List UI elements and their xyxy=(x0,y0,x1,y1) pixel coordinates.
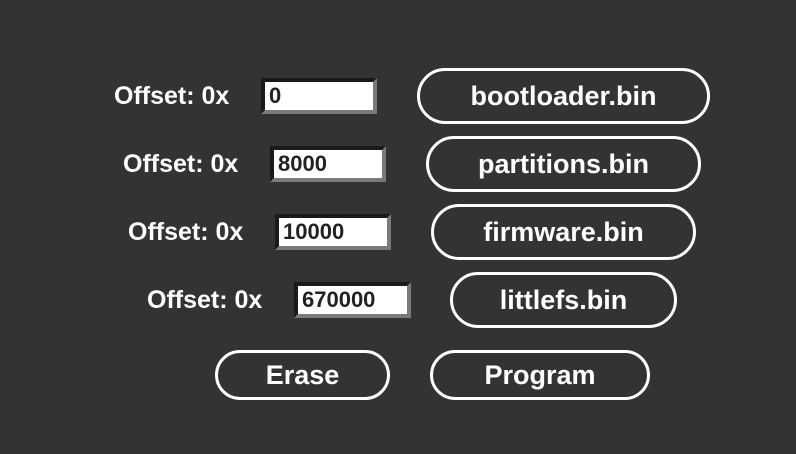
program-button[interactable]: Program xyxy=(430,350,650,400)
offset-label: Offset: 0x xyxy=(114,82,230,110)
offset-label: Offset: 0x xyxy=(128,218,244,246)
partitions-file-button[interactable]: partitions.bin xyxy=(426,136,701,192)
firmware-file-button[interactable]: firmware.bin xyxy=(431,204,696,260)
file-row-bootloader: Offset: 0x bootloader.bin xyxy=(0,68,796,124)
offset-label: Offset: 0x xyxy=(123,150,239,178)
offset-input-firmware[interactable] xyxy=(275,214,391,250)
file-row-firmware: Offset: 0x firmware.bin xyxy=(0,204,796,260)
littlefs-file-button[interactable]: littlefs.bin xyxy=(450,272,677,328)
file-row-littlefs: Offset: 0x littlefs.bin xyxy=(0,272,796,328)
offset-label: Offset: 0x xyxy=(147,286,263,314)
erase-button[interactable]: Erase xyxy=(215,350,390,400)
offset-input-littlefs[interactable] xyxy=(294,282,411,318)
offset-input-bootloader[interactable] xyxy=(261,78,377,114)
file-row-partitions: Offset: 0x partitions.bin xyxy=(0,136,796,192)
bootloader-file-button[interactable]: bootloader.bin xyxy=(417,68,710,124)
offset-input-partitions[interactable] xyxy=(270,146,386,182)
